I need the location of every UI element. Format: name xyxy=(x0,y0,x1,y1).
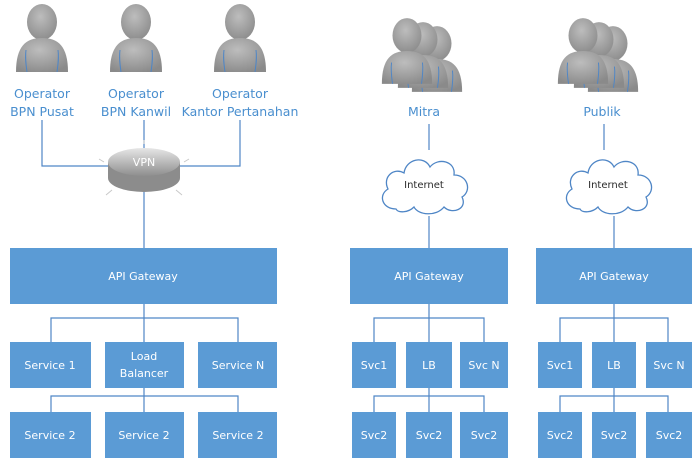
publik-svc2b-box xyxy=(592,412,636,458)
mitra-api-gateway-box xyxy=(350,248,508,304)
service-2b-label: Service 2 xyxy=(118,429,169,442)
operator-pusat-label-line2: BPN Pusat xyxy=(10,104,74,119)
load-balancer-box xyxy=(105,342,184,388)
operator-kanwil-label-line1: Operator xyxy=(108,86,165,101)
publik-svc2a-label: Svc2 xyxy=(547,429,574,442)
vpn-router-icon: VPN xyxy=(98,140,190,196)
operator-kantor-label-line1: Operator xyxy=(212,86,269,101)
mitra-svc2b-box xyxy=(406,412,452,458)
publik-lb-connector xyxy=(559,388,669,412)
operator-group: Operator BPN Pusat Operator BPN Kanwil O… xyxy=(10,3,299,119)
mitra-api-gateway-label: API Gateway xyxy=(394,270,464,283)
service-2a-box xyxy=(10,412,91,458)
publik-api-gateway-label: API Gateway xyxy=(579,270,649,283)
service-n-label: Service N xyxy=(212,359,264,372)
load-balancer-label-line1: Load xyxy=(131,350,157,363)
mitra-svc2c-box xyxy=(460,412,508,458)
load-balancer-label-line2: Balancer xyxy=(120,367,169,380)
publik-lb-label: LB xyxy=(607,359,621,372)
service-2c-label: Service 2 xyxy=(212,429,263,442)
mitra-group-icon xyxy=(381,17,463,92)
service-2c-box xyxy=(198,412,277,458)
operator-kanwil-label-line2: BPN Kanwil xyxy=(101,104,171,119)
publik-gateway-connector xyxy=(559,304,669,342)
publik-svcn-box xyxy=(646,342,692,388)
mitra-lb-label: LB xyxy=(422,359,436,372)
publik-svc2b-label: Svc2 xyxy=(601,429,628,442)
publik-api-gateway-box xyxy=(536,248,692,304)
mitra-internet-label: Internet xyxy=(404,180,444,191)
service-1-label: Service 1 xyxy=(24,359,75,372)
operator-pusat-icon xyxy=(15,3,69,72)
mitra-svc1-box xyxy=(352,342,396,388)
operator-kantor-icon xyxy=(213,3,267,72)
publik-svc1-box xyxy=(538,342,582,388)
operator-pusat-label-line1: Operator xyxy=(14,86,71,101)
mitra-svc2c-label: Svc2 xyxy=(471,429,498,442)
mitra-lb-box xyxy=(406,342,452,388)
left-gateway-to-services-connector xyxy=(50,304,239,342)
mitra-lb-connector xyxy=(373,388,485,412)
mitra-svc2a-label: Svc2 xyxy=(361,429,388,442)
mitra-svc2b-label: Svc2 xyxy=(416,429,443,442)
mitra-svc1-label: Svc1 xyxy=(361,359,388,372)
left-lb-to-service2-connector xyxy=(50,388,239,412)
left-api-gateway-box xyxy=(10,248,277,304)
publik-svcn-label: Svc N xyxy=(653,359,684,372)
operator-kantor-label-line2: Kantor Pertanahan xyxy=(182,104,299,119)
publik-svc2a-box xyxy=(538,412,582,458)
left-api-gateway-label: API Gateway xyxy=(108,270,178,283)
service-2b-box xyxy=(105,412,184,458)
publik-group-icon xyxy=(557,17,639,92)
connector-kantor-vpn xyxy=(176,120,241,167)
operator-kanwil-icon xyxy=(109,3,163,72)
mitra-gateway-connector xyxy=(373,304,485,342)
publik-svc2c-label: Svc2 xyxy=(656,429,683,442)
service-n-box xyxy=(198,342,277,388)
publik-svc2c-box xyxy=(646,412,692,458)
publik-internet-label: Internet xyxy=(588,180,628,191)
mitra-label: Mitra xyxy=(408,104,440,119)
vpn-label: VPN xyxy=(133,156,155,169)
service-1-box xyxy=(10,342,91,388)
mitra-svc2a-box xyxy=(352,412,396,458)
publik-label: Publik xyxy=(583,104,621,119)
publik-svc1-label: Svc1 xyxy=(547,359,574,372)
mitra-svcn-label: Svc N xyxy=(468,359,499,372)
connector-pusat-vpn xyxy=(41,120,112,167)
publik-lb-box xyxy=(592,342,636,388)
mitra-svcn-box xyxy=(460,342,508,388)
service-2a-label: Service 2 xyxy=(24,429,75,442)
